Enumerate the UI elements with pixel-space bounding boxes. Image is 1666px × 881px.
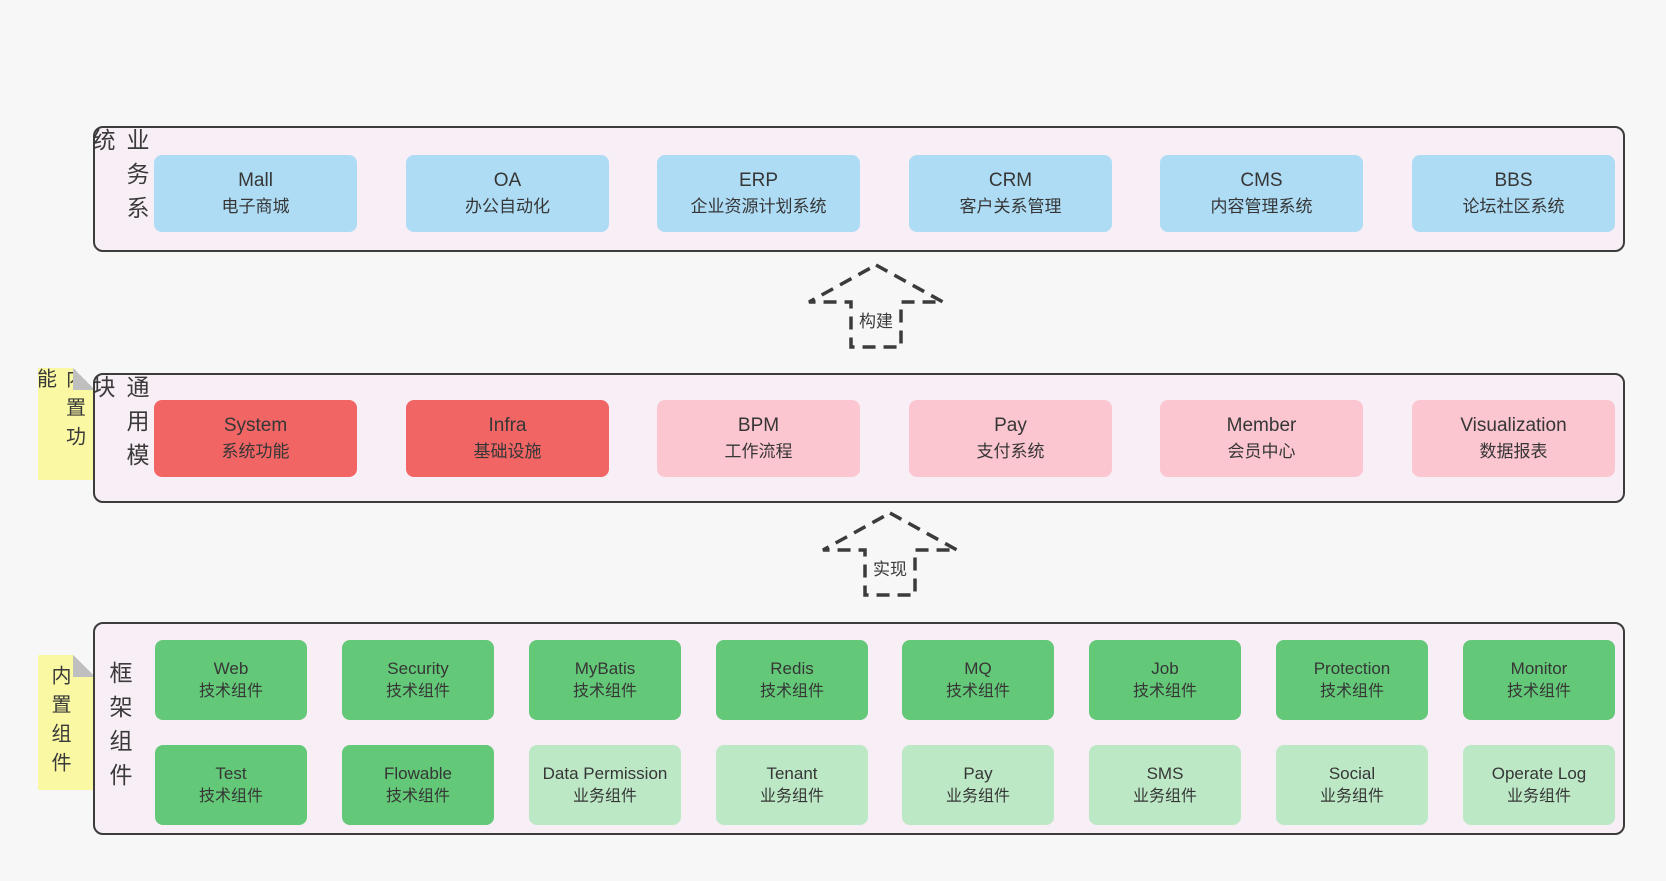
- panel-business-systems: 业务系统 Mall 电子商城 OA 办公自动化 ERP 企业资源计划系统 CRM…: [89, 126, 1625, 252]
- box-title: OA: [493, 169, 522, 191]
- box-title: BPM: [737, 414, 780, 436]
- box-title: Redis: [770, 659, 814, 678]
- box-visualization: Visualization 数据报表: [1412, 400, 1615, 477]
- box-title: BBS: [1494, 169, 1533, 191]
- box-protection: Protection 技术组件: [1276, 640, 1428, 720]
- box-title: Infra: [488, 414, 527, 436]
- arrow-implement: 实现: [820, 510, 960, 598]
- box-crm: CRM 客户关系管理: [909, 155, 1112, 232]
- sticky-note-text: 内置组件: [48, 664, 70, 781]
- folded-corner: [73, 655, 95, 677]
- box-data-permission: Data Permission 业务组件: [529, 745, 681, 825]
- box-social: Social 业务组件: [1276, 745, 1428, 825]
- box-title: Operate Log: [1491, 764, 1587, 783]
- box-pay-component: Pay 业务组件: [902, 745, 1054, 825]
- box-cms: CMS 内容管理系统: [1160, 155, 1363, 232]
- box-erp: ERP 企业资源计划系统: [657, 155, 860, 232]
- box-subtitle: 技术组件: [572, 683, 637, 700]
- box-subtitle: 电子商城: [221, 196, 290, 216]
- box-subtitle: 技术组件: [1506, 683, 1571, 700]
- panel-label-framework-components: 框架组件: [106, 660, 132, 797]
- box-web: Web 技术组件: [155, 640, 307, 720]
- box-infra: Infra 基础设施: [406, 400, 609, 477]
- box-subtitle: 技术组件: [198, 683, 263, 700]
- box-subtitle: 业务组件: [1319, 788, 1384, 805]
- box-subtitle: 内容管理系统: [1210, 196, 1313, 216]
- sticky-note-builtin-components: 内置组件: [38, 655, 95, 790]
- box-subtitle: 企业资源计划系统: [690, 196, 827, 216]
- box-title: Security: [387, 659, 449, 678]
- panel-label-business-systems: 业务系统: [89, 128, 149, 230]
- box-subtitle: 系统功能: [221, 441, 290, 461]
- box-title: Data Permission: [542, 764, 668, 783]
- sticky-note-builtin-features: 内置功能: [34, 368, 95, 480]
- box-title: Job: [1151, 659, 1179, 678]
- box-security: Security 技术组件: [342, 640, 494, 720]
- box-title: MQ: [964, 659, 992, 678]
- box-operate-log: Operate Log 业务组件: [1463, 745, 1615, 825]
- box-title: Mall: [238, 169, 273, 191]
- box-mq: MQ 技术组件: [902, 640, 1054, 720]
- box-bpm: BPM 工作流程: [657, 400, 860, 477]
- box-title: Flowable: [383, 764, 453, 783]
- box-title: Social: [1328, 764, 1376, 783]
- box-subtitle: 论坛社区系统: [1462, 196, 1565, 216]
- box-title: Web: [213, 659, 249, 678]
- panel-common-modules: 通用模块 System 系统功能 Infra 基础设施 BPM 工作流程 Pay…: [89, 373, 1625, 503]
- box-title: Protection: [1313, 659, 1391, 678]
- box-sms: SMS 业务组件: [1089, 745, 1241, 825]
- box-bbs: BBS 论坛社区系统: [1412, 155, 1615, 232]
- box-subtitle: 会员中心: [1227, 441, 1296, 461]
- box-title: Pay: [994, 414, 1027, 436]
- box-title: Member: [1226, 414, 1297, 436]
- box-member: Member 会员中心: [1160, 400, 1363, 477]
- box-title: CRM: [988, 169, 1033, 191]
- folded-corner: [73, 368, 95, 390]
- box-system: System 系统功能: [154, 400, 357, 477]
- box-subtitle: 技术组件: [198, 788, 263, 805]
- box-subtitle: 业务组件: [572, 788, 637, 805]
- box-pay-module: Pay 支付系统: [909, 400, 1112, 477]
- box-subtitle: 技术组件: [759, 683, 824, 700]
- box-title: Pay: [963, 764, 993, 783]
- box-mybatis: MyBatis 技术组件: [529, 640, 681, 720]
- box-title: Tenant: [766, 764, 818, 783]
- panel-label-common-modules: 通用模块: [89, 375, 149, 477]
- box-subtitle: 客户关系管理: [959, 196, 1062, 216]
- box-redis: Redis 技术组件: [716, 640, 868, 720]
- box-title: SMS: [1146, 764, 1184, 783]
- arrow-label: 构建: [854, 306, 898, 333]
- box-subtitle: 数据报表: [1479, 441, 1548, 461]
- box-test: Test 技术组件: [155, 745, 307, 825]
- box-mall: Mall 电子商城: [154, 155, 357, 232]
- box-flowable: Flowable 技术组件: [342, 745, 494, 825]
- box-subtitle: 技术组件: [385, 683, 450, 700]
- box-subtitle: 技术组件: [385, 788, 450, 805]
- box-subtitle: 技术组件: [945, 683, 1010, 700]
- box-title: Test: [215, 764, 247, 783]
- arrow-build: 构建: [806, 262, 946, 350]
- box-subtitle: 业务组件: [945, 788, 1010, 805]
- box-subtitle: 业务组件: [759, 788, 824, 805]
- box-job: Job 技术组件: [1089, 640, 1241, 720]
- box-title: System: [223, 414, 288, 436]
- box-subtitle: 技术组件: [1319, 683, 1384, 700]
- box-monitor: Monitor 技术组件: [1463, 640, 1615, 720]
- box-tenant: Tenant 业务组件: [716, 745, 868, 825]
- panel-framework-components: 框架组件 Web 技术组件 Security 技术组件 MyBatis 技术组件…: [93, 622, 1625, 835]
- box-subtitle: 业务组件: [1132, 788, 1197, 805]
- box-title: Visualization: [1460, 414, 1567, 436]
- arrow-label: 实现: [868, 554, 912, 581]
- box-title: Monitor: [1510, 659, 1568, 678]
- box-subtitle: 基础设施: [473, 441, 542, 461]
- box-title: CMS: [1240, 169, 1283, 191]
- box-subtitle: 工作流程: [724, 441, 793, 461]
- box-subtitle: 业务组件: [1506, 788, 1571, 805]
- box-subtitle: 技术组件: [1132, 683, 1197, 700]
- box-title: MyBatis: [574, 659, 636, 678]
- box-title: ERP: [738, 169, 779, 191]
- box-subtitle: 办公自动化: [465, 196, 550, 216]
- box-oa: OA 办公自动化: [406, 155, 609, 232]
- box-subtitle: 支付系统: [976, 441, 1045, 461]
